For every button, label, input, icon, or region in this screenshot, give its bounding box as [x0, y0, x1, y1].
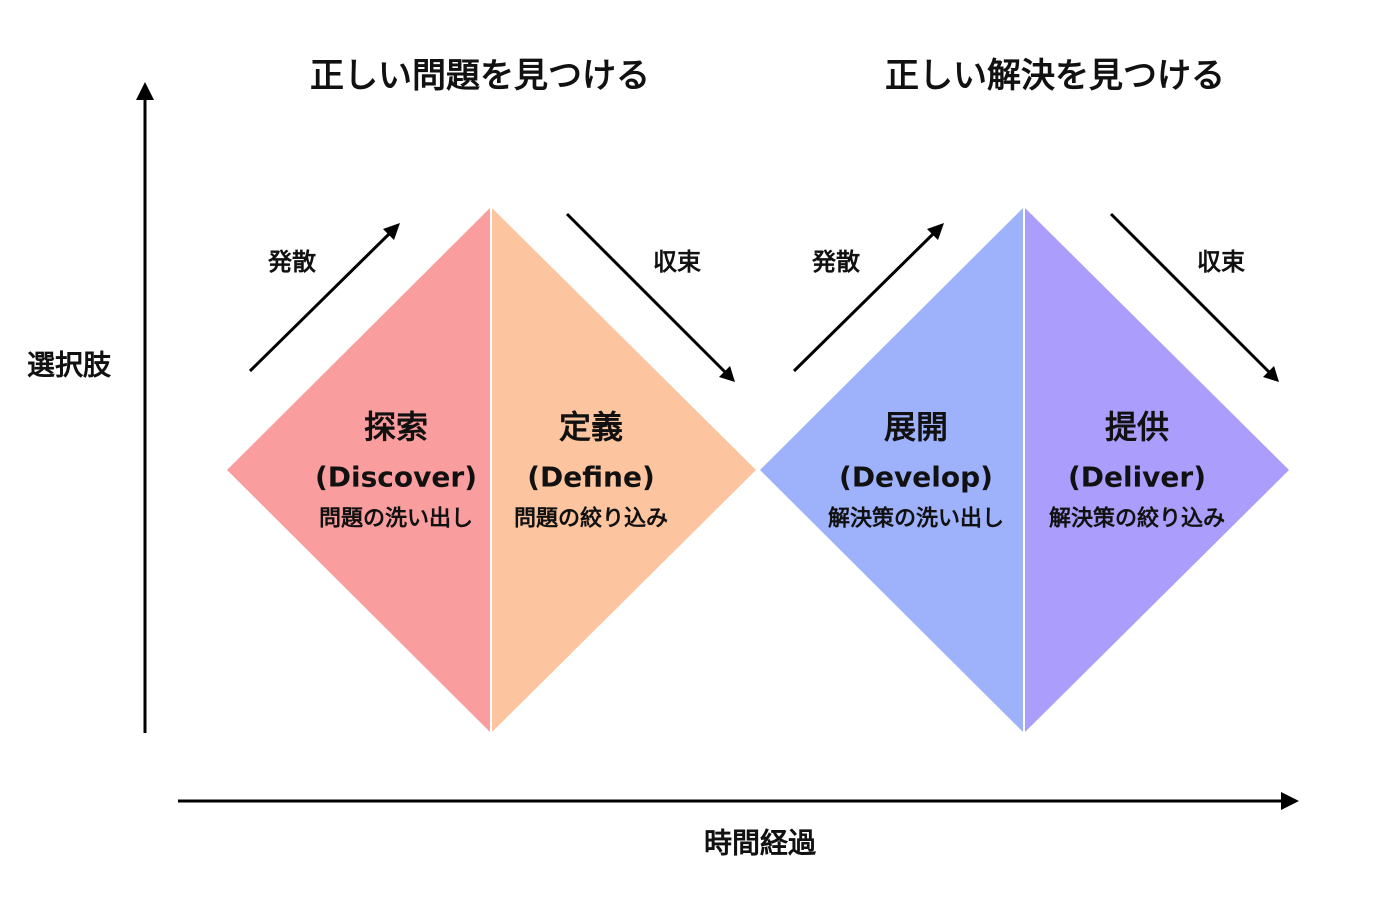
discover-triangle	[227, 207, 491, 733]
title-find-right-solution: 正しい解決を見つける	[885, 56, 1225, 96]
phase-define-kanji: 定義	[559, 408, 623, 446]
x-axis-arrowhead	[1281, 792, 1299, 810]
develop-triangle	[760, 207, 1024, 733]
title-find-right-problem: 正しい問題を見つける	[310, 56, 650, 96]
converge-label-1: 収束	[653, 248, 702, 276]
phase-develop: 展開 (Develop) 解決策の洗い出し	[828, 408, 1004, 532]
phase-deliver-description: 解決策の絞り込み	[1049, 506, 1225, 532]
phase-discover: 探索 (Discover) 問題の洗い出し	[315, 408, 477, 532]
converge-arrow-2	[1109, 212, 1271, 374]
define-triangle	[491, 207, 756, 733]
phase-discover-english: (Discover)	[315, 461, 477, 494]
phase-develop-description: 解決策の洗い出し	[828, 506, 1004, 532]
x-axis-label: 時間経過	[704, 827, 817, 860]
y-axis-arrowhead	[136, 82, 154, 100]
phase-develop-english: (Develop)	[839, 461, 993, 494]
phase-define-english: (Define)	[527, 461, 655, 494]
converge-arrowhead-2	[1263, 366, 1279, 382]
phase-define-description: 問題の絞り込み	[514, 506, 668, 532]
phase-discover-kanji: 探索	[364, 408, 428, 446]
phase-define: 定義 (Define) 問題の絞り込み	[514, 408, 668, 532]
diverge-arrow-1	[248, 232, 391, 373]
diverge-arrow-2	[792, 232, 935, 373]
diverge-label-2: 発散	[811, 248, 860, 276]
converge-label-2: 収束	[1197, 248, 1246, 276]
y-axis-label: 選択肢	[27, 349, 112, 382]
deliver-triangle	[1024, 207, 1289, 733]
converge-arrow-1	[565, 212, 727, 374]
phase-deliver-english: (Deliver)	[1068, 461, 1206, 494]
converge-arrowhead-1	[719, 366, 735, 382]
phase-discover-description: 問題の洗い出し	[319, 507, 473, 532]
diverge-arrowhead-2	[927, 223, 944, 240]
diverge-label-1: 発散	[267, 248, 316, 276]
phase-develop-kanji: 展開	[884, 408, 948, 446]
phase-deliver-kanji: 提供	[1105, 408, 1169, 446]
phase-deliver: 提供 (Deliver) 解決策の絞り込み	[1049, 408, 1225, 532]
diverge-arrowhead-1	[383, 223, 400, 240]
